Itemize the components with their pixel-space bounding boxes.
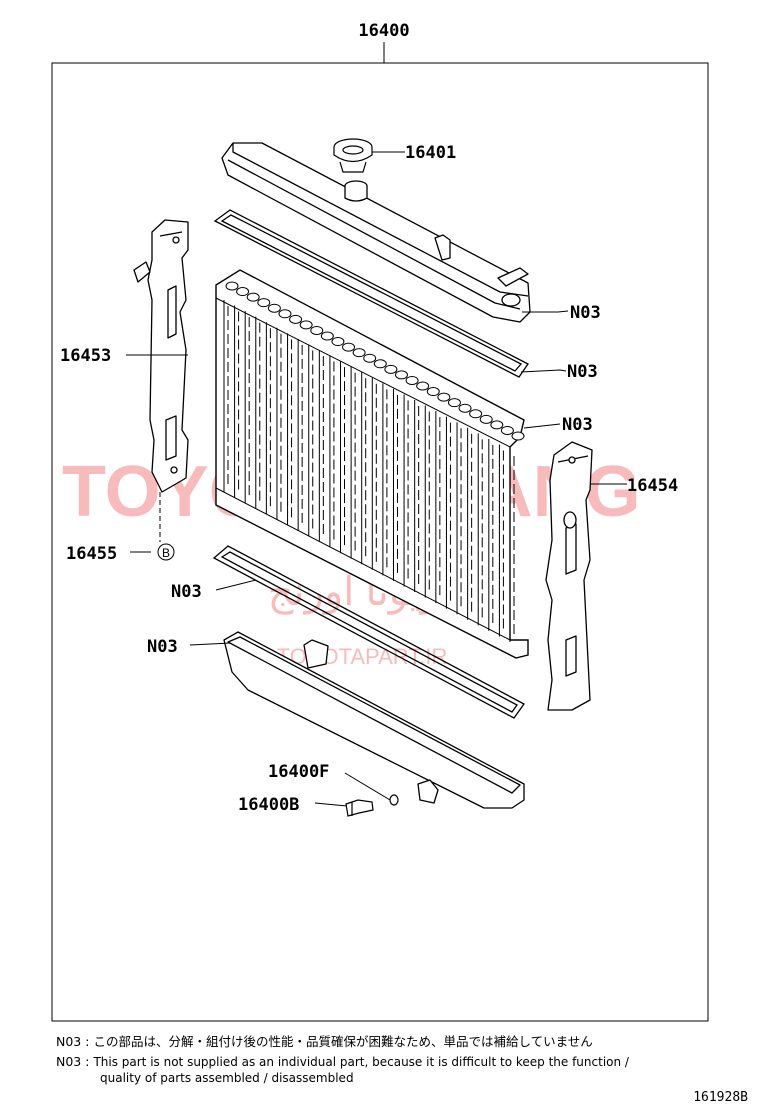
- core-tube-cap: [479, 414, 493, 424]
- core-tube-cap: [225, 281, 239, 291]
- core-tube-cap: [320, 331, 334, 341]
- core-tube-cap: [447, 398, 461, 408]
- drain-oring-label: 16400F: [268, 762, 329, 782]
- english-note-text-2: quality of parts assembled / disassemble…: [100, 1071, 354, 1085]
- assembly-number-label: 16400: [358, 21, 409, 41]
- core-tube-cap: [289, 314, 303, 324]
- core-tube-cap: [490, 420, 504, 430]
- left-support-label: 16453: [60, 346, 111, 366]
- right-support-illustration: [545, 441, 593, 711]
- core-seal-label: N03: [562, 415, 593, 435]
- core-tube-cap: [257, 298, 271, 308]
- core-tube-cap: [426, 387, 440, 397]
- radiator-core-illustration: [215, 269, 529, 659]
- core-tube-cap: [405, 375, 419, 385]
- lower-tank-illustration: [223, 631, 525, 809]
- core-tube-cap: [500, 425, 514, 435]
- figure-number: 161928B: [693, 1090, 748, 1105]
- upper-gasket-illustration: [213, 209, 529, 378]
- watermark-url: TOYOTAPART.IR: [277, 644, 448, 669]
- japanese-note-code: N03 :: [56, 1034, 90, 1049]
- english-note-code: N03 :: [56, 1054, 90, 1069]
- core-tube-cap: [416, 381, 430, 391]
- left-support-illustration: [133, 219, 189, 493]
- core-tube-cap: [384, 364, 398, 374]
- clip-part-label: 16455: [66, 544, 117, 564]
- core-tube-cap: [236, 287, 250, 297]
- core-tube-cap: [246, 292, 260, 302]
- lower-tank-label: N03: [147, 637, 178, 657]
- leader-lines: [126, 151, 627, 807]
- core-tube-cap: [458, 403, 472, 413]
- core-tube-cap: [299, 320, 313, 330]
- assembly-frame: [51, 62, 709, 1022]
- core-tube-cap: [352, 348, 366, 358]
- radiator-cap-illustration: [333, 138, 373, 173]
- lower-gasket-illustration: [212, 545, 525, 719]
- drain-cock-illustration: [345, 794, 399, 817]
- english-note: N03 : This part is not supplied as an in…: [56, 1054, 629, 1069]
- clip-marker: B: [157, 543, 175, 561]
- core-tube-cap: [373, 359, 387, 369]
- lower-gasket-label: N03: [171, 582, 202, 602]
- upper-tank-illustration: [221, 142, 531, 323]
- upper-gasket-label: N03: [567, 362, 598, 382]
- japanese-note-text: この部品は、分解・組付け後の性能・品質確保が困難なため、単品では補給していません: [93, 1034, 593, 1049]
- core-tube-cap: [469, 409, 483, 419]
- core-tube-cap: [342, 342, 356, 352]
- core-tube-cap: [511, 431, 525, 441]
- core-tube-cap: [278, 309, 292, 319]
- right-support-label: 16454: [627, 476, 678, 496]
- core-tube-cap: [437, 392, 451, 402]
- core-tube-cap: [331, 337, 345, 347]
- japanese-note: N03 : この部品は、分解・組付け後の性能・品質確保が困難なため、単品では補給…: [56, 1031, 593, 1050]
- cap-part-label: 16401: [405, 143, 456, 163]
- core-tube-cap: [310, 325, 324, 335]
- drain-cock-label: 16400B: [238, 795, 299, 815]
- english-note-text-1: This part is not supplied as an individu…: [93, 1055, 629, 1069]
- clip-marker-letter: B: [162, 546, 170, 560]
- core-tube-cap: [363, 353, 377, 363]
- upper-tank-seal-label: N03: [570, 303, 601, 323]
- core-tube-cap: [394, 370, 408, 380]
- core-tube-cap: [267, 303, 281, 313]
